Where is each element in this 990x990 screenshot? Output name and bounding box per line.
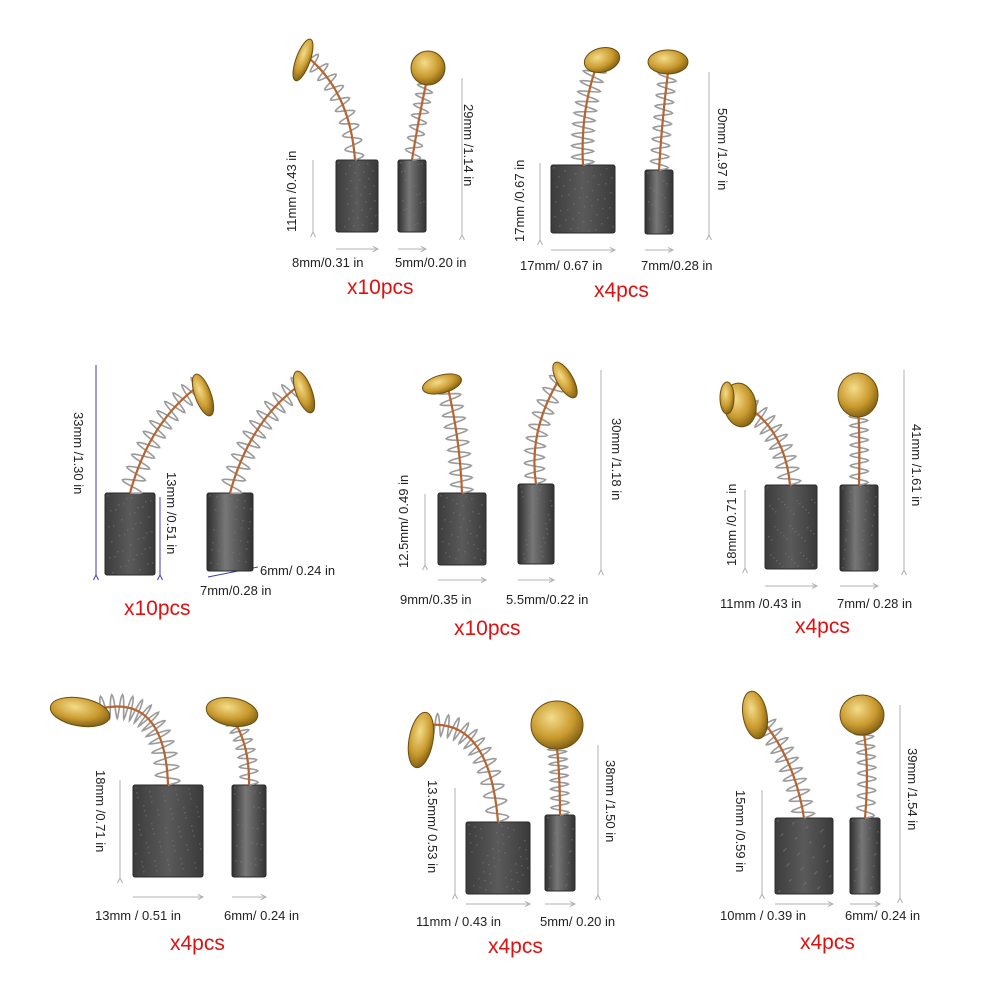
width-b-label: 5mm/0.20 in	[395, 255, 467, 270]
quantity-label: x10pcs	[454, 617, 521, 640]
brass-cap	[839, 694, 885, 736]
block-height-label: 18mm /0.71 in	[724, 483, 739, 566]
block-height-label: 15mm /0.59 in	[733, 790, 748, 873]
brass-cap	[719, 381, 735, 415]
block-height-label: 11mm /0.43 in	[284, 150, 299, 232]
copper-wire	[228, 384, 301, 494]
spring	[570, 59, 608, 166]
width-a-label: 10mm / 0.39 in	[720, 908, 806, 923]
copper-wire	[446, 387, 464, 494]
brass-cap	[530, 700, 584, 750]
overall-length-label: 29mm /1.14 in	[461, 104, 476, 187]
dimension-lines	[93, 72, 907, 907]
carbon-block	[206, 492, 254, 572]
brass-cap	[422, 373, 462, 395]
carbon-block	[544, 814, 576, 892]
width-b-label: 7mm/0.28 in	[641, 258, 713, 273]
width-a-label: 13mm / 0.51 in	[95, 908, 181, 923]
brass-cap	[741, 690, 769, 740]
copper-wire	[94, 705, 170, 786]
width-a-label: 9mm/0.35 in	[400, 592, 472, 607]
quantity-label: x4pcs	[170, 932, 225, 955]
quantity-label: x10pcs	[347, 276, 414, 299]
width-b-label: 5mm/ 0.20 in	[540, 914, 616, 929]
carbon-block	[839, 484, 879, 572]
carbon-block	[764, 484, 818, 570]
width-a-label: 17mm/ 0.67 in	[520, 258, 603, 273]
block-height-label: 13.5mm/ 0.53 in	[425, 780, 440, 874]
brush-parts	[49, 38, 885, 895]
block-height-label: 12.5mm/ 0.49 in	[396, 474, 411, 568]
copper-wire	[761, 719, 806, 819]
brass-cap	[292, 370, 316, 414]
overall-length-label: 38mm /1.50 in	[603, 760, 618, 843]
block-height-label: 18mm /0.71 in	[93, 770, 108, 853]
brass-cap	[205, 696, 259, 728]
width-b-label: 7mm/ 0.28 in	[837, 596, 913, 611]
carbon-block	[231, 784, 267, 878]
copper-wire	[657, 71, 670, 171]
brass-cap	[647, 49, 689, 75]
carbon-block	[849, 817, 881, 895]
spring	[523, 374, 565, 485]
carbon-block	[774, 817, 834, 895]
carbon-block	[397, 159, 427, 233]
overall-length-label: 50mm /1.97 in	[715, 108, 730, 191]
quantity-label: x4pcs	[795, 615, 850, 638]
copper-wire	[533, 377, 561, 485]
quantity-label: x4pcs	[488, 935, 543, 958]
carbon-block	[465, 821, 531, 895]
copper-wire	[128, 384, 201, 494]
width-b-label: 5.5mm/0.22 in	[506, 592, 589, 607]
brass-cap	[49, 696, 111, 728]
quantity-label: x4pcs	[594, 279, 649, 302]
copper-wire	[304, 54, 357, 161]
brass-cap	[407, 711, 435, 769]
width-a-label: 8mm/0.31 in	[292, 255, 364, 270]
carbon-block	[437, 492, 487, 566]
overall-length-label: 33mm /1.30 in	[71, 412, 86, 495]
copper-wire	[860, 721, 869, 819]
brass-cap	[583, 47, 621, 73]
carbon-block	[104, 492, 156, 576]
copper-wire	[429, 723, 500, 823]
carbon-block	[335, 159, 379, 233]
block-height-label: 13mm /0.51 in	[164, 472, 179, 555]
overall-length-label: 39mm /1.54 in	[905, 748, 920, 831]
width-b-label: 6mm/ 0.24 in	[260, 563, 336, 578]
spring	[436, 387, 475, 494]
block-height-label: 17mm /0.67 in	[512, 159, 527, 242]
overall-length-label: 30mm /1.18 in	[609, 418, 624, 501]
brass-cap	[292, 38, 314, 82]
width-a-label: 11mm / 0.43 in	[416, 914, 502, 929]
quantity-label: x10pcs	[124, 597, 191, 620]
width-a-label: 7mm/0.28 in	[200, 583, 272, 598]
width-a-label: 11mm /0.43 in	[720, 596, 802, 611]
brass-cap	[552, 361, 578, 399]
brass-cap	[191, 373, 215, 417]
width-b-label: 6mm/ 0.24 in	[224, 908, 300, 923]
brass-cap	[410, 50, 446, 86]
brass-cap	[837, 372, 879, 418]
quantity-label: x4pcs	[800, 931, 855, 954]
overall-length-label: 41mm /1.61 in	[909, 424, 924, 507]
width-b-label: 6mm/ 0.24 in	[845, 908, 921, 923]
